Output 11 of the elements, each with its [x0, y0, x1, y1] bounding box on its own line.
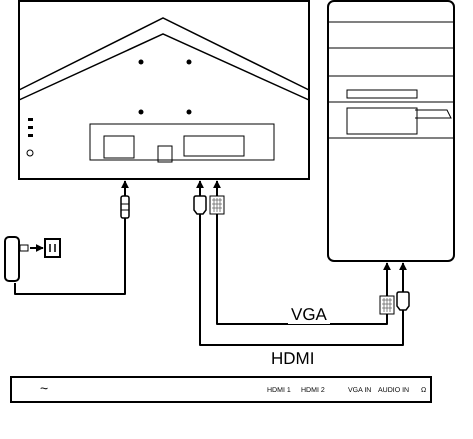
- monitor-back-drawing: [18, 0, 310, 180]
- edge-label: VGA: [288, 306, 330, 324]
- cable: [196, 180, 407, 346]
- power-symbol-label: ~: [40, 380, 48, 396]
- port-label-strip: [10, 376, 432, 403]
- arrow: [30, 244, 44, 252]
- cable: [213, 180, 391, 325]
- power-adapter: [4, 236, 30, 282]
- computer-tower-drawing: [327, 0, 455, 262]
- cable: [14, 180, 129, 295]
- wall-outlet: [44, 238, 61, 258]
